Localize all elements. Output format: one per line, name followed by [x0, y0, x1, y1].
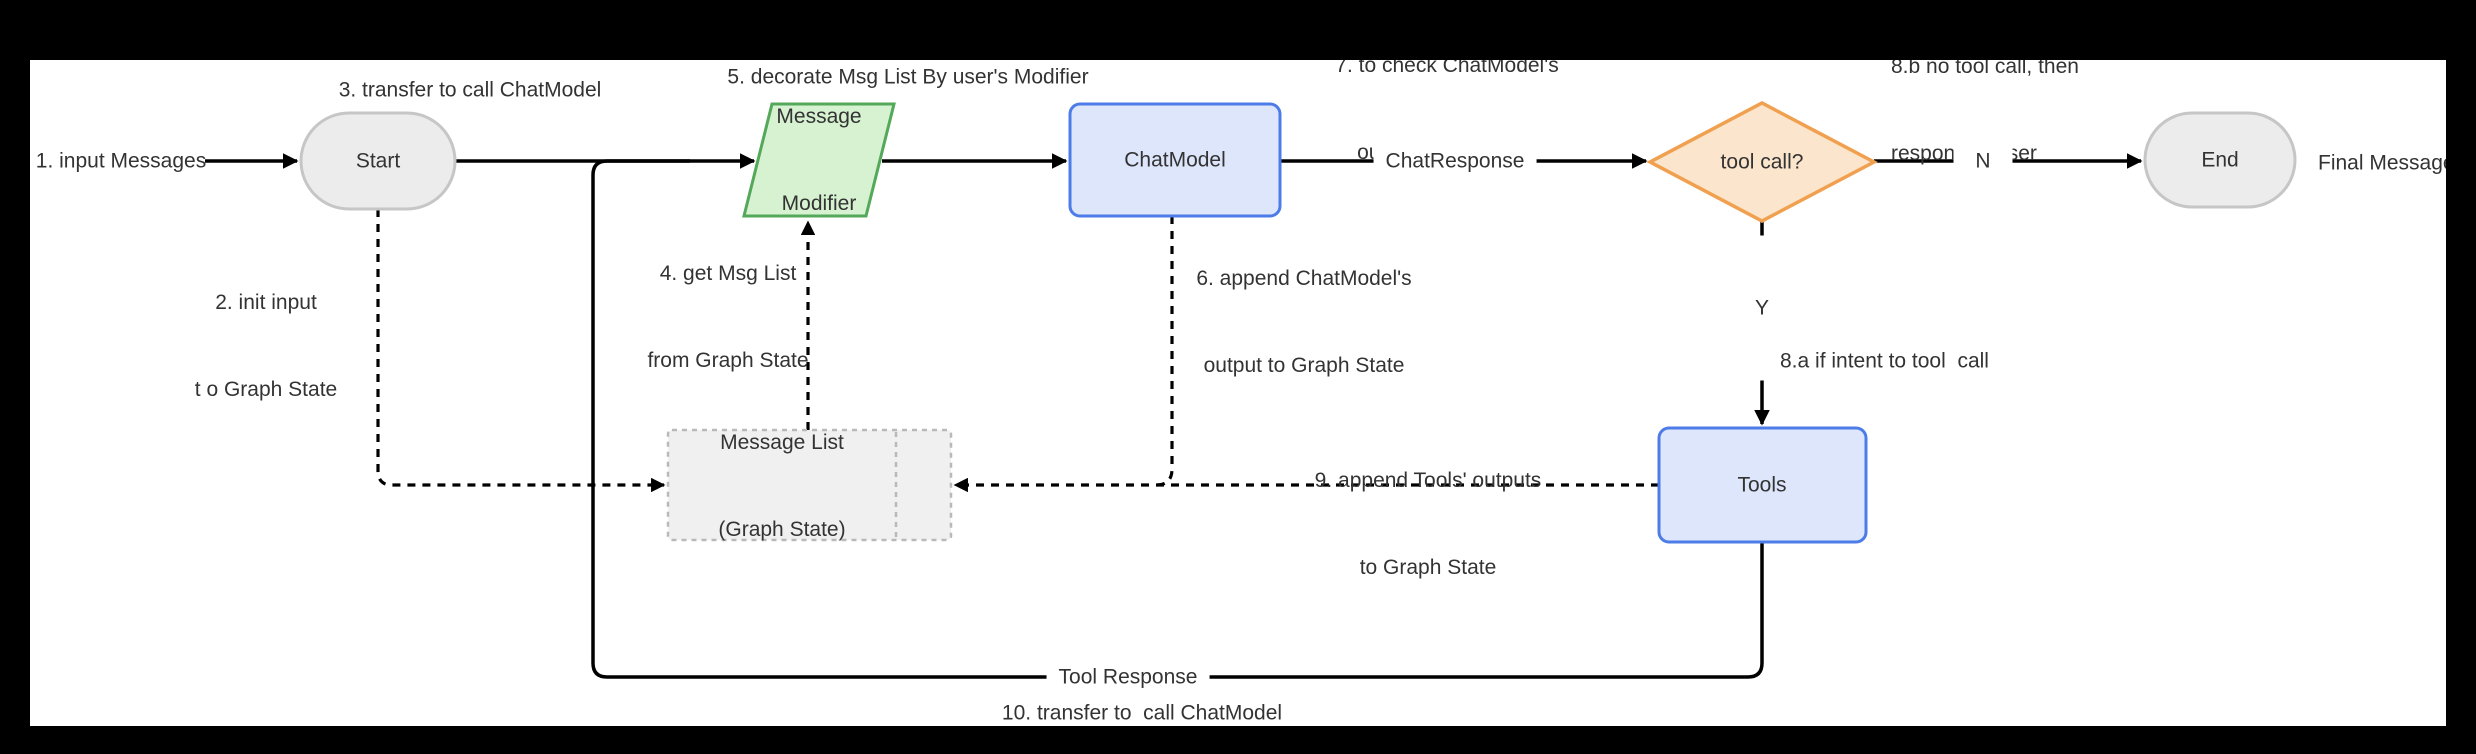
node-start-label: Start — [355, 149, 401, 173]
edge-tools-loop-back — [591, 159, 1764, 679]
start-node-shape — [299, 111, 457, 211]
diagram-canvas: Start Message Modifier ChatModel tool ca… — [30, 60, 2446, 726]
label-append-tools: 9. append Tools' outputs to Graph State — [1314, 469, 1542, 579]
message-list-shape — [666, 428, 953, 542]
message-modifier-shape — [742, 102, 896, 218]
edge-start-to-state-dashed — [376, 209, 666, 493]
node-message-list-label: Message List (Graph State) — [718, 431, 846, 541]
label-no-tool-call: 8.b no tool call, then respond to user — [1891, 60, 2079, 165]
node-message-modifier-label: Message Modifier — [776, 105, 862, 215]
label-decorate-msg-list: 5. decorate Msg List By user's Modifier — [727, 65, 1089, 89]
label-transfer-back: 10. transfer to call ChatModel — [1001, 701, 1283, 725]
node-tools-label: Tools — [1737, 473, 1787, 497]
label-intent-tool-call: 8.a if intent to tool call — [1780, 349, 1989, 373]
label-get-msg-list: 4. get Msg List from Graph State — [647, 262, 809, 372]
label-input-messages: 1. input Messages — [35, 149, 207, 173]
connector-layer — [205, 101, 2297, 679]
node-end-label: End — [2201, 148, 2239, 172]
label-transfer-call-chatmodel: 3. transfer to call ChatModel — [338, 78, 602, 102]
tool-call-decision-shape — [1646, 101, 1878, 223]
label-branch-y: Y — [1732, 235, 1792, 381]
label-tool-response: Tool Response — [1046, 604, 1210, 726]
chatmodel-shape — [1068, 102, 1282, 218]
label-chat-response: ChatResponse — [1373, 88, 1537, 234]
node-chatmodel-label: ChatModel — [1124, 148, 1226, 172]
label-final-message: Final Message — [2318, 151, 2446, 175]
label-branch-n: N — [1953, 88, 2013, 234]
label-append-chatmodel: 6. append ChatModel's output to Graph St… — [1196, 267, 1412, 377]
tools-shape — [1657, 426, 1868, 544]
label-init-input: 2. init input t o Graph State — [194, 291, 338, 401]
end-node-shape — [2143, 111, 2297, 209]
edge-chatmodel-to-state-dashed — [1155, 216, 1174, 487]
node-tool-call-label: tool call? — [1720, 150, 1804, 174]
